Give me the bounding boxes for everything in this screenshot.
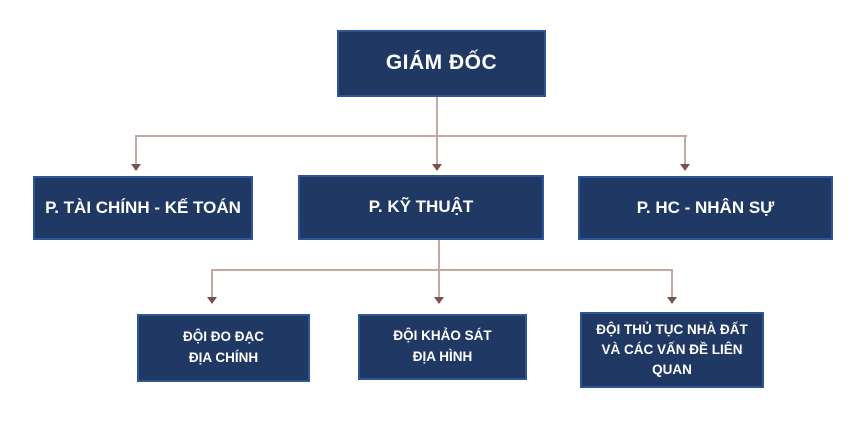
connector-level2-drop-left <box>211 269 213 297</box>
org-node-topographic-survey-team-line1: ĐỘI KHẢO SÁT <box>393 328 492 344</box>
arrowhead-down-icon <box>667 297 677 304</box>
org-node-cadastral-survey-team-line2: ĐỊA CHÍNH <box>188 350 259 365</box>
arrowhead-down-icon <box>207 297 217 304</box>
org-node-topographic-survey-team-line2: ĐỊA HÌNH <box>412 349 473 364</box>
connector-level2-drop-right <box>671 269 673 297</box>
org-node-director: GIÁM ĐỐC <box>337 30 546 97</box>
org-node-land-procedures-team-line3: QUAN <box>652 362 692 378</box>
arrowhead-down-icon <box>680 164 690 171</box>
connector-level1-drop-right <box>684 135 686 164</box>
connector-level1-drop-left <box>135 135 137 164</box>
connector-root-vertical <box>436 97 438 164</box>
org-node-technical: P. KỸ THUẬT <box>298 175 544 240</box>
org-node-technical-label: P. KỸ THUẬT <box>368 197 474 217</box>
connector-technical-vertical <box>438 240 440 297</box>
org-node-cadastral-survey-team-line1: ĐỘI ĐO ĐẠC <box>183 329 264 345</box>
org-node-land-procedures-team: ĐỘI THỦ TỤC NHÀ ĐẤT VÀ CÁC VẤN ĐỀ LIÊN Q… <box>580 312 764 388</box>
org-node-director-label: GIÁM ĐỐC <box>385 51 498 75</box>
org-node-topographic-survey-team: ĐỘI KHẢO SÁT ĐỊA HÌNH <box>358 314 527 380</box>
connector-level1-horizontal <box>135 135 687 137</box>
arrowhead-down-icon <box>432 164 442 171</box>
org-node-finance-accounting: P. TÀI CHÍNH - KẾ TOÁN <box>33 176 253 240</box>
org-node-hr-admin-label: P. HC - NHÂN SỰ <box>636 197 775 217</box>
org-node-cadastral-survey-team: ĐỘI ĐO ĐẠC ĐỊA CHÍNH <box>137 314 310 382</box>
arrowhead-down-icon <box>131 164 141 171</box>
org-node-finance-accounting-label: P. TÀI CHÍNH - KẾ TOÁN <box>45 197 241 217</box>
org-node-land-procedures-team-line1: ĐỘI THỦ TỤC NHÀ ĐẤT <box>596 321 748 337</box>
org-node-hr-admin: P. HC - NHÂN SỰ <box>578 176 833 240</box>
connector-level2-horizontal <box>211 269 673 271</box>
org-node-land-procedures-team-line2: VÀ CÁC VẤN ĐỀ LIÊN <box>601 341 743 357</box>
arrowhead-down-icon <box>434 297 444 304</box>
